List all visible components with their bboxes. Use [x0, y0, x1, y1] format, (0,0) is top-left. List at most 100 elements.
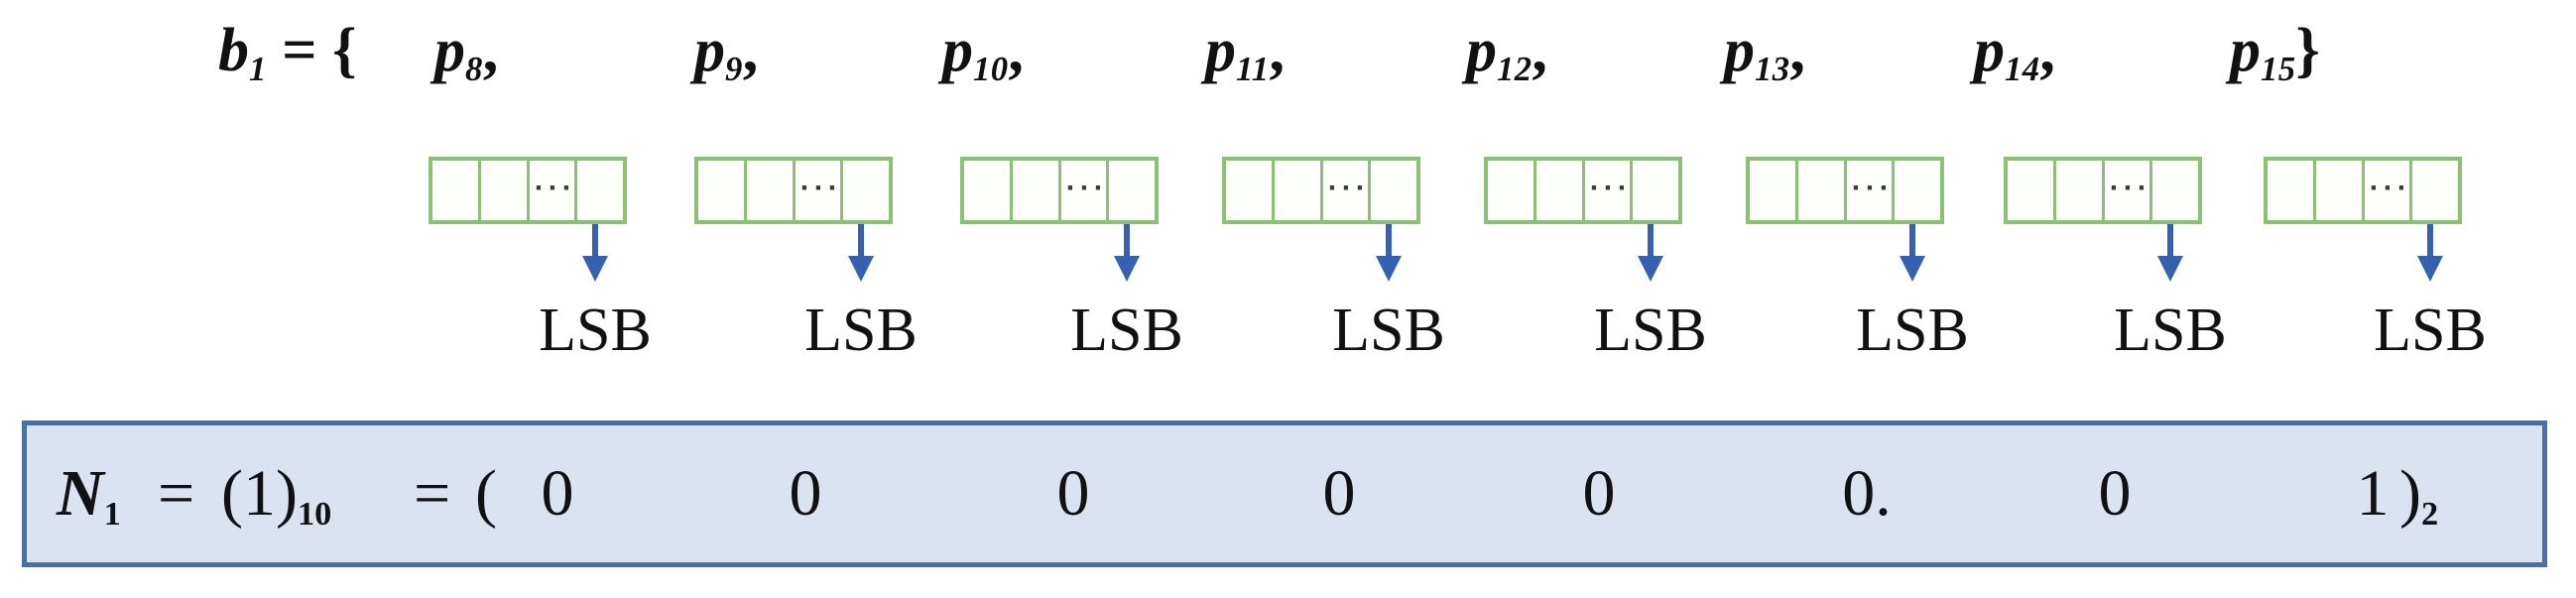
down-arrow-icon-p14 — [2155, 224, 2185, 282]
packet-cell-lsb — [1371, 161, 1416, 220]
packet-cell — [432, 161, 481, 220]
set-token-name: p — [1724, 17, 1755, 84]
arrow-head — [2417, 256, 2443, 282]
packet-cell-ellipsis — [1061, 161, 1110, 220]
down-arrow-icon-p10 — [1112, 224, 1142, 282]
lsb-label-p14: LSB — [2114, 297, 2227, 364]
lsb-label-p15: LSB — [2374, 297, 2487, 364]
arrow-shaft — [1909, 224, 1915, 260]
set-token-p13: p13, — [1724, 8, 1805, 102]
binary-base: 2 — [2420, 495, 2439, 534]
set-token-separator: , — [2039, 17, 2055, 84]
packet-box-p14[interactable] — [2004, 157, 2202, 224]
arrow-shaft — [2167, 224, 2173, 260]
set-definition-row: b1 = { p8, p9, p10, p11, p12, p13, p14, … — [0, 8, 2576, 93]
set-token-subscript: 15 — [2261, 49, 2296, 88]
set-equals-sign: = — [282, 17, 317, 84]
down-arrow-icon-p8 — [580, 224, 610, 282]
packet-cell — [1536, 161, 1585, 220]
set-token-name: p — [1205, 17, 1236, 84]
set-token-p9: p9, — [694, 8, 758, 102]
set-label-subscript: 1 — [249, 49, 267, 88]
binary-close-paren: ) — [2399, 457, 2421, 530]
binary-bit-6: 0 — [2098, 457, 2132, 530]
packet-box-p10[interactable] — [960, 157, 1159, 224]
packet-cell — [481, 161, 530, 220]
set-close-brace: } — [2295, 17, 2320, 84]
packet-cell — [2268, 161, 2316, 220]
binary-close-group: )2 — [2399, 425, 2438, 562]
packet-cell — [1488, 161, 1536, 220]
set-open-brace: { — [332, 17, 357, 84]
set-label-letter: b — [218, 17, 249, 84]
set-token-subscript: 9 — [725, 49, 743, 88]
binary-bit-3: 0 — [1322, 457, 1356, 530]
packet-cell — [1013, 161, 1061, 220]
decimal-base: 10 — [297, 495, 332, 534]
packet-box-p8[interactable] — [429, 157, 627, 224]
set-token-name: p — [694, 17, 725, 84]
arrow-head — [2157, 256, 2183, 282]
arrow-head — [1900, 256, 1925, 282]
binary-bit-2: 0 — [1056, 457, 1090, 530]
binary-bit-4: 0 — [1582, 457, 1616, 530]
binary-bit-0: 0 — [541, 457, 574, 530]
packet-cell-ellipsis — [2105, 161, 2153, 220]
packet-cell-lsb — [1895, 161, 1940, 220]
down-arrow-icon-p12 — [1636, 224, 1665, 282]
arrow-shaft — [592, 224, 598, 260]
packet-box-p15[interactable] — [2264, 157, 2462, 224]
lsb-label-p8: LSB — [539, 297, 652, 364]
lsb-label-p11: LSB — [1332, 297, 1445, 364]
lsb-label-p9: LSB — [804, 297, 918, 364]
set-token-name: p — [2230, 17, 2261, 84]
packet-cell-lsb — [1633, 161, 1678, 220]
packet-cell — [1798, 161, 1847, 220]
packet-cell-ellipsis — [1323, 161, 1372, 220]
arrow-head — [1638, 256, 1663, 282]
arrow-shaft — [1648, 224, 1654, 260]
packet-box-p11[interactable] — [1222, 157, 1420, 224]
set-token-p12: p12, — [1466, 8, 1547, 102]
result-symbol-subscript: 1 — [103, 495, 121, 534]
arrow-shaft — [1124, 224, 1130, 260]
lsb-labels-row: LSB LSB LSB LSB LSB LSB LSB LSB — [0, 294, 2576, 367]
binary-bit-7: 1 — [2356, 457, 2390, 530]
down-arrow-icon-p13 — [1898, 224, 1927, 282]
packet-box-p9[interactable] — [694, 157, 893, 224]
lsb-label-p13: LSB — [1856, 297, 1969, 364]
set-token-subscript: 13 — [1755, 49, 1790, 88]
result-equation-bar: N1 = (1)10 = ( 0 0 0 0 0 0. 0 1 )2 — [22, 420, 2547, 567]
set-token-subscript: 11 — [1236, 49, 1270, 88]
set-token-p15: p15} — [2230, 8, 2320, 102]
set-token-separator: , — [1008, 17, 1024, 84]
set-token-subscript: 8 — [465, 49, 483, 88]
packet-cell — [1750, 161, 1798, 220]
down-arrow-icon-p9 — [846, 224, 876, 282]
packet-cell-lsb — [577, 161, 623, 220]
set-token-name: p — [942, 17, 973, 84]
packet-cell — [2316, 161, 2365, 220]
packet-cell — [2056, 161, 2105, 220]
set-token-p10: p10, — [942, 8, 1024, 102]
down-arrow-icon-p15 — [2415, 224, 2445, 282]
arrow-shaft — [2427, 224, 2433, 260]
set-label-b1: b1 = { — [218, 8, 357, 102]
packet-cell — [2008, 161, 2056, 220]
set-token-subscript: 12 — [1497, 49, 1533, 88]
packet-cell-lsb — [2412, 161, 2458, 220]
set-token-subscript: 10 — [973, 49, 1009, 88]
set-token-name: p — [1466, 17, 1497, 84]
result-decimal-group: (1)10 — [221, 425, 331, 562]
decimal-open-paren: ( — [221, 457, 243, 530]
decimal-close-paren: ) — [275, 457, 298, 530]
packet-box-p12[interactable] — [1484, 157, 1682, 224]
result-symbol-n1: N1 — [57, 425, 121, 562]
packet-box-p13[interactable] — [1746, 157, 1944, 224]
set-token-separator: , — [742, 17, 759, 84]
packet-cell-ellipsis — [796, 161, 844, 220]
arrow-shaft — [1386, 224, 1392, 260]
set-token-name: p — [1974, 17, 2005, 84]
set-token-subscript: 14 — [2005, 49, 2040, 88]
packet-cell — [1226, 161, 1275, 220]
